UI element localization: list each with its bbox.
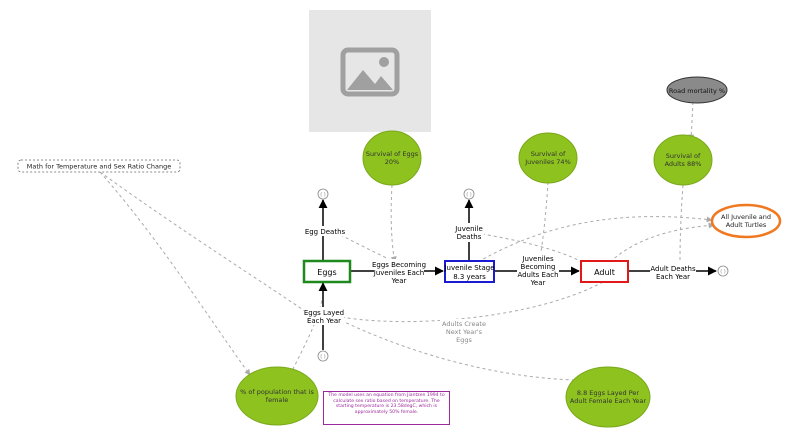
link-juvenile-deaths	[469, 231, 583, 263]
stock-eggs-label: Eggs	[317, 268, 336, 277]
juveniles-becoming-label-3: Adults Each	[517, 271, 558, 279]
survival-juveniles-label-2: Juveniles 74%	[524, 158, 571, 166]
link-survival-eggs	[390, 184, 397, 263]
link-adults-create	[329, 277, 611, 323]
link-eggs-per-female	[329, 314, 576, 381]
survival-adults-label-1: Survival of	[666, 152, 701, 160]
links	[99, 101, 715, 381]
adults-create-label: Adults Create Next Year's Eggs	[440, 319, 490, 344]
link-math-pct	[99, 171, 251, 376]
variable-survival-eggs[interactable]: Survival of Eggs 20%	[362, 130, 422, 186]
adult-deaths-label-2: Each Year	[656, 273, 690, 281]
stock-juvenile[interactable]: Juvenile Stage 8.3 years	[443, 260, 495, 283]
variable-eggs-per-female[interactable]: 8.8 Eggs Layed Per Adult Female Each Yea…	[565, 366, 651, 428]
survival-eggs-label-2: 20%	[385, 158, 399, 166]
variable-road-mortality[interactable]: Road mortality %	[666, 76, 728, 104]
svg-text:( ): ( )	[466, 192, 472, 198]
flow-labels: Egg Deaths Eggs Becoming Juveniles Each …	[304, 223, 696, 325]
math-temperature-label: Math for Temperature and Sex Ratio Chang…	[27, 163, 171, 171]
pct-female-label-1: % of population that is	[240, 388, 314, 396]
link-adult-turtles	[609, 222, 715, 263]
adults-create-line-1: Adults Create	[442, 320, 486, 328]
survival-juveniles-label-1: Survival of	[531, 150, 566, 158]
stock-adult[interactable]: Adult	[580, 260, 629, 283]
juveniles-becoming-label-4: Year	[530, 279, 546, 287]
link-survival-adults	[679, 184, 684, 263]
all-turtles-label-1: All Juvenile and	[721, 213, 771, 221]
link-math-eggs	[99, 171, 319, 321]
link-egg-deaths	[334, 231, 396, 263]
image-placeholder	[309, 10, 431, 132]
clouds: ( ) ( ) ( ) ( )	[317, 188, 729, 362]
cloud-source-sink-icon: ( )	[463, 188, 475, 200]
svg-text:( ): ( )	[320, 354, 326, 360]
eggs-layed-label-1: Eggs Layed	[304, 309, 344, 317]
adult-deaths-label-1: Adult Deaths	[650, 265, 696, 273]
juveniles-becoming-label-2: Becoming	[521, 263, 556, 271]
link-survival-juveniles	[539, 181, 549, 259]
road-mortality-label: Road mortality %	[669, 87, 725, 95]
image-placeholder-icon	[340, 47, 400, 97]
svg-text:( ): ( )	[320, 192, 326, 198]
eggs-becoming-label-3: Year	[391, 277, 407, 285]
all-turtles-label-2: Adult Turtles	[726, 221, 767, 229]
variable-survival-juveniles[interactable]: Survival of Juveniles 74%	[518, 132, 578, 184]
juvenile-deaths-label-2: Deaths	[457, 233, 482, 241]
variable-survival-adults[interactable]: Survival of Adults 88%	[653, 134, 713, 186]
adults-create-line-3: Eggs	[456, 336, 472, 344]
link-road-mortality	[688, 101, 695, 141]
stock-adult-label: Adult	[594, 268, 615, 277]
stock-juvenile-label: Juvenile Stage	[443, 264, 494, 272]
eggs-per-female-label-2: Adult Female Each Year	[570, 397, 647, 405]
eggs-becoming-label-2: Juveniles Each	[373, 269, 424, 277]
survival-eggs-label-1: Survival of Eggs	[366, 150, 419, 158]
egg-deaths-label: Egg Deaths	[305, 228, 346, 236]
survival-adults-label-2: Adults 88%	[665, 160, 702, 168]
eggs-per-female-label-1: 8.8 Eggs Layed Per	[577, 389, 640, 397]
cloud-source-sink-icon: ( )	[717, 265, 729, 277]
link-juvenile-turtles	[477, 216, 713, 263]
juvenile-deaths-label-1: Juvenile	[454, 225, 483, 233]
svg-text:( ): ( )	[720, 269, 726, 275]
pct-female-label-2: female	[266, 396, 288, 404]
cloud-source-sink-icon: ( )	[317, 188, 329, 200]
eggs-becoming-label-1: Eggs Becoming	[372, 261, 426, 269]
variable-math-temperature[interactable]: Math for Temperature and Sex Ratio Chang…	[17, 159, 181, 173]
variable-pct-female[interactable]: % of population that is female	[235, 366, 319, 426]
model-note: The model uses an equation from Jiantzen…	[323, 391, 450, 425]
stock-eggs[interactable]: Eggs	[302, 259, 352, 284]
adults-create-line-2: Next Year's	[446, 328, 483, 336]
eggs-layed-label-2: Each Year	[307, 317, 341, 325]
cloud-source-sink-icon: ( )	[317, 350, 329, 362]
juveniles-becoming-label-1: Juveniles	[521, 255, 554, 263]
variable-all-turtles[interactable]: All Juvenile and Adult Turtles	[710, 203, 782, 239]
stock-juvenile-duration: 8.3 years	[453, 273, 486, 281]
